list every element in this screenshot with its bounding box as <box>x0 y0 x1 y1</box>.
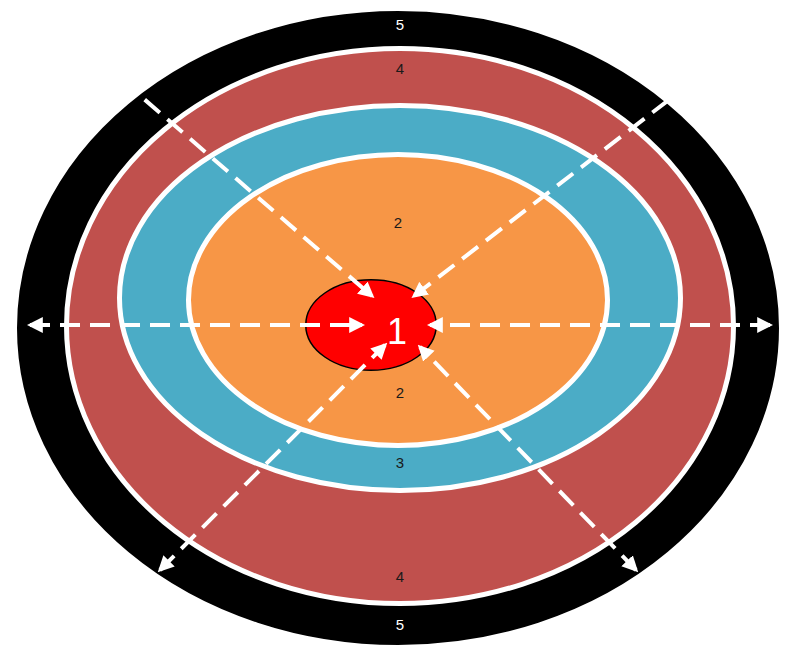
ring-number: 5 <box>396 617 404 632</box>
ellipse-shape <box>15 9 782 648</box>
ring-number: 1 <box>387 314 407 350</box>
ring-number: 2 <box>394 215 402 230</box>
dashed-arrow <box>420 347 636 570</box>
inner-ring: 3 2 2 1 <box>117 103 683 493</box>
ring-number: 5 <box>396 17 404 32</box>
ring-number: 4 <box>396 61 404 76</box>
ellipse-shape <box>120 106 681 491</box>
ring-number: 2 <box>396 385 404 400</box>
ellipse-shape <box>189 155 608 446</box>
dashed-arrow <box>30 323 362 327</box>
dashed-arrow <box>160 345 385 570</box>
ring-number: 3 <box>396 455 404 470</box>
dashed-arrow <box>122 80 372 296</box>
dashed-arrow <box>414 82 692 296</box>
ring-number: 4 <box>396 569 404 584</box>
dashed-arrow <box>430 323 770 327</box>
